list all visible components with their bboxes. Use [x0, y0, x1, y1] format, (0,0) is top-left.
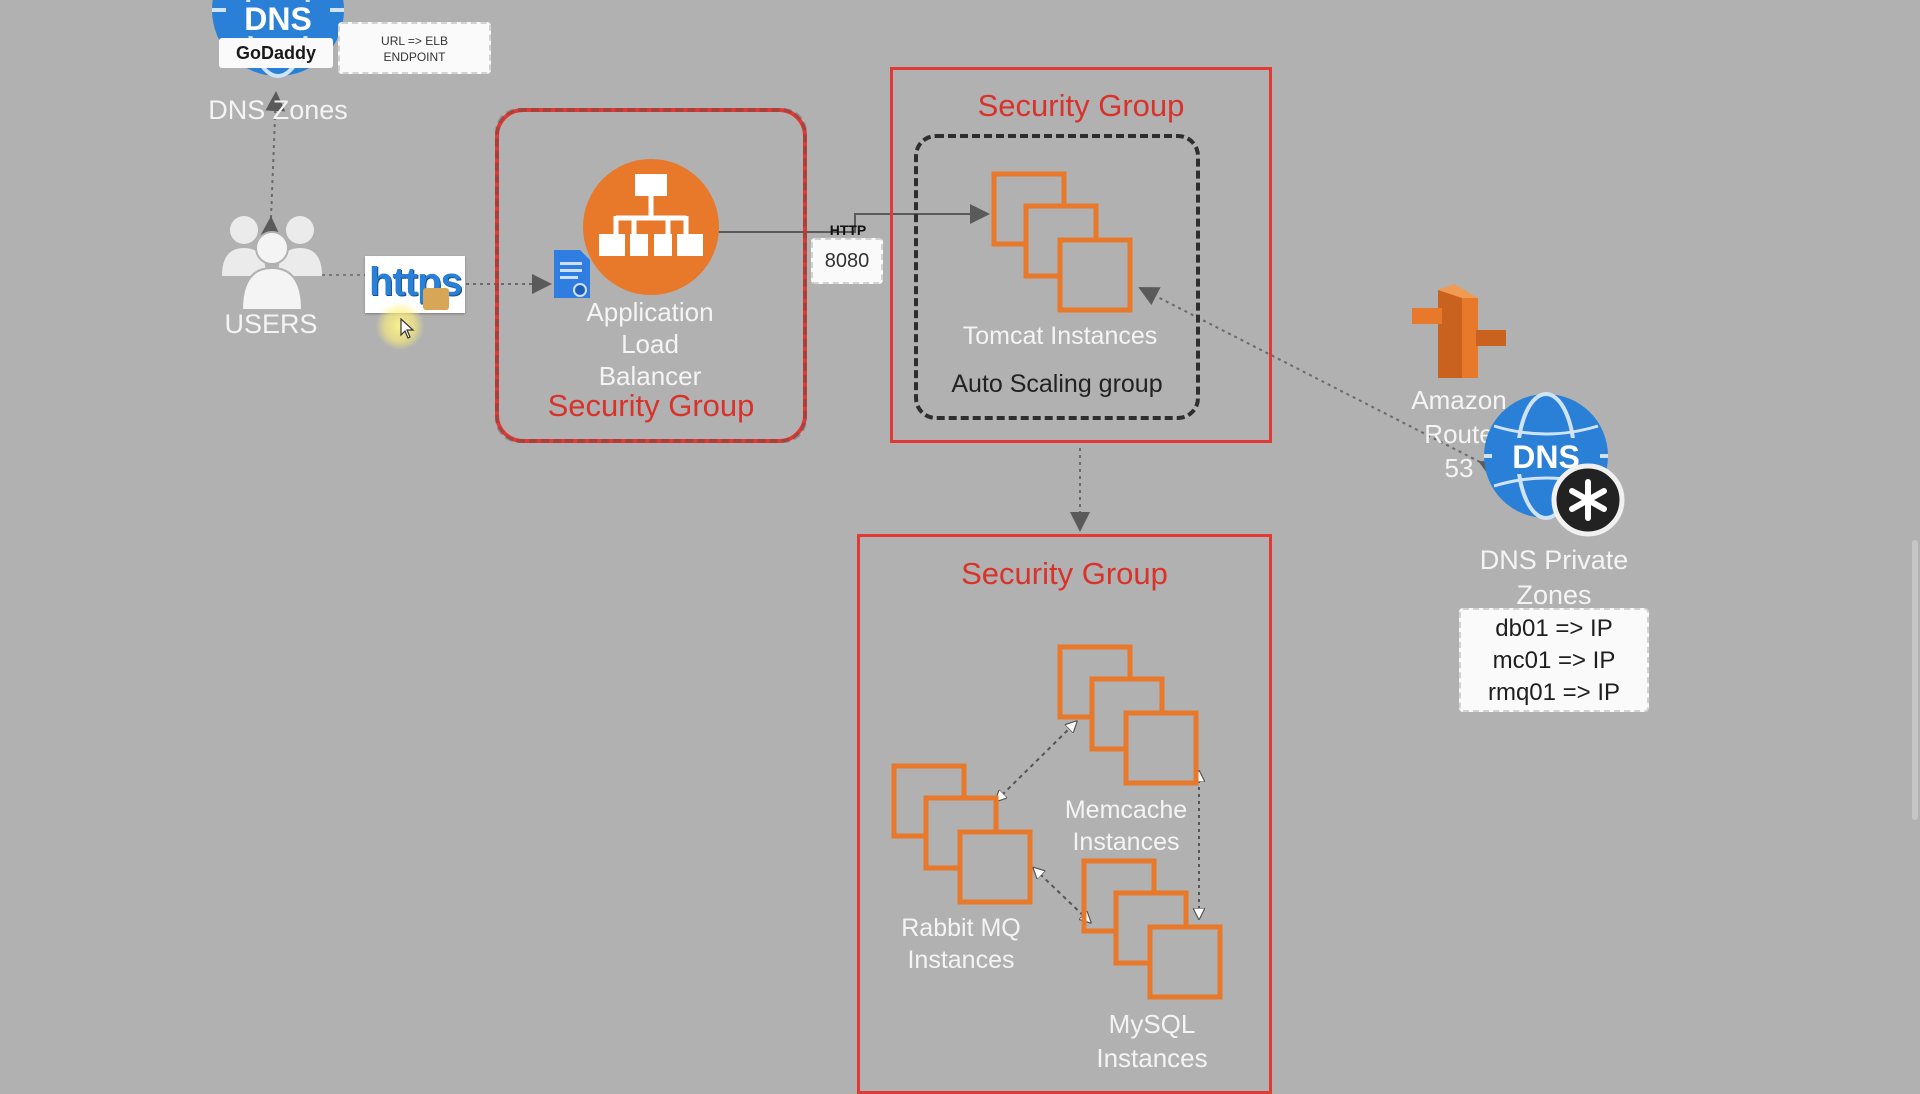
- rabbitmq-memcache-connector: [1002, 722, 1076, 795]
- alb-label-line1: Application: [586, 297, 714, 327]
- http-port-badge: 8080: [811, 238, 883, 284]
- route53-label-line2: Route: [1424, 419, 1494, 449]
- alb-tomcat-connector: [718, 204, 990, 233]
- alb-label-line3: Balancer: [598, 361, 702, 391]
- dns-record-item: db01 => IP: [1495, 615, 1613, 642]
- dns-tomcat-connector: [1138, 287, 1501, 480]
- dns-records-list: db01 => IP mc01 => IP rmq01 => IP: [1459, 608, 1649, 712]
- mysql-label-line2: Instances: [1096, 1043, 1208, 1073]
- padlock-icon: [423, 288, 449, 310]
- dns-private-label-line1: DNS Private: [1479, 545, 1629, 575]
- route53-label-line3: 53: [1444, 453, 1474, 483]
- dns-record-item: rmq01 => IP: [1487, 679, 1621, 706]
- auto-scaling-group: [914, 134, 1200, 420]
- dns-private-label-line2: Zones: [1516, 580, 1592, 610]
- tomcat-security-group: [890, 67, 1272, 443]
- cursor-highlight: [376, 302, 424, 350]
- tomcat-security-group-title: Security Group: [977, 88, 1185, 123]
- dns-zones-label: DNS Zones: [208, 95, 348, 125]
- alb-label-line2: Load: [621, 329, 679, 359]
- godaddy-logo: GoDaddy: [219, 38, 333, 68]
- certificate-icon: [554, 250, 590, 304]
- http-protocol-label: HTTP: [829, 222, 867, 238]
- elb-note-line2: ENDPOINT: [383, 50, 446, 64]
- rabbitmq-label-line1: Rabbit MQ: [901, 914, 1021, 942]
- memcache-label-line2: Instances: [1072, 828, 1180, 856]
- route53-icon: [1410, 284, 1510, 386]
- backend-security-group-title: Security Group: [961, 556, 1168, 591]
- dns-private-zone-icon: DNS: [1482, 392, 1628, 538]
- tomcat-instances-icon: [990, 170, 1138, 318]
- mysql-instances-icon: [1080, 857, 1228, 1005]
- elb-note-line1: URL => ELB: [381, 34, 448, 48]
- asterisk-icon: [1569, 479, 1607, 521]
- users-icon: [220, 214, 324, 311]
- memcache-label-line1: Memcache: [1064, 796, 1188, 824]
- users-label: USERS: [224, 309, 318, 339]
- alb-security-group-title: Security Group: [547, 388, 755, 423]
- route53-label-line1: Amazon: [1411, 385, 1507, 415]
- https-certificate-icon: https: [365, 256, 465, 313]
- dns-record-item: mc01 => IP: [1492, 647, 1616, 674]
- godaddy-logo-text: GoDaddy: [235, 42, 316, 63]
- mouse-pointer-icon: [400, 317, 416, 345]
- alb-security-group: [495, 108, 807, 443]
- tomcat-instances-label: Tomcat Instances: [962, 322, 1158, 350]
- mysql-label-line1: MySQL: [1108, 1009, 1196, 1039]
- scrollbar-track[interactable]: [1912, 540, 1918, 820]
- rabbitmq-label-line2: Instances: [907, 946, 1015, 974]
- elb-endpoint-note: URL => ELB ENDPOINT: [338, 22, 491, 74]
- dns-zones-icon: DNS: [208, 0, 348, 80]
- memcache-instances-icon: [1056, 643, 1204, 791]
- dns-badge-text: DNS: [244, 1, 312, 37]
- alb-dashed-outline: [495, 108, 807, 443]
- load-balancer-icon: [582, 158, 720, 296]
- rabbitmq-instances-icon: [890, 762, 1038, 910]
- dns-private-badge-text: DNS: [1512, 439, 1580, 475]
- auto-scaling-group-label: Auto Scaling group: [951, 370, 1163, 398]
